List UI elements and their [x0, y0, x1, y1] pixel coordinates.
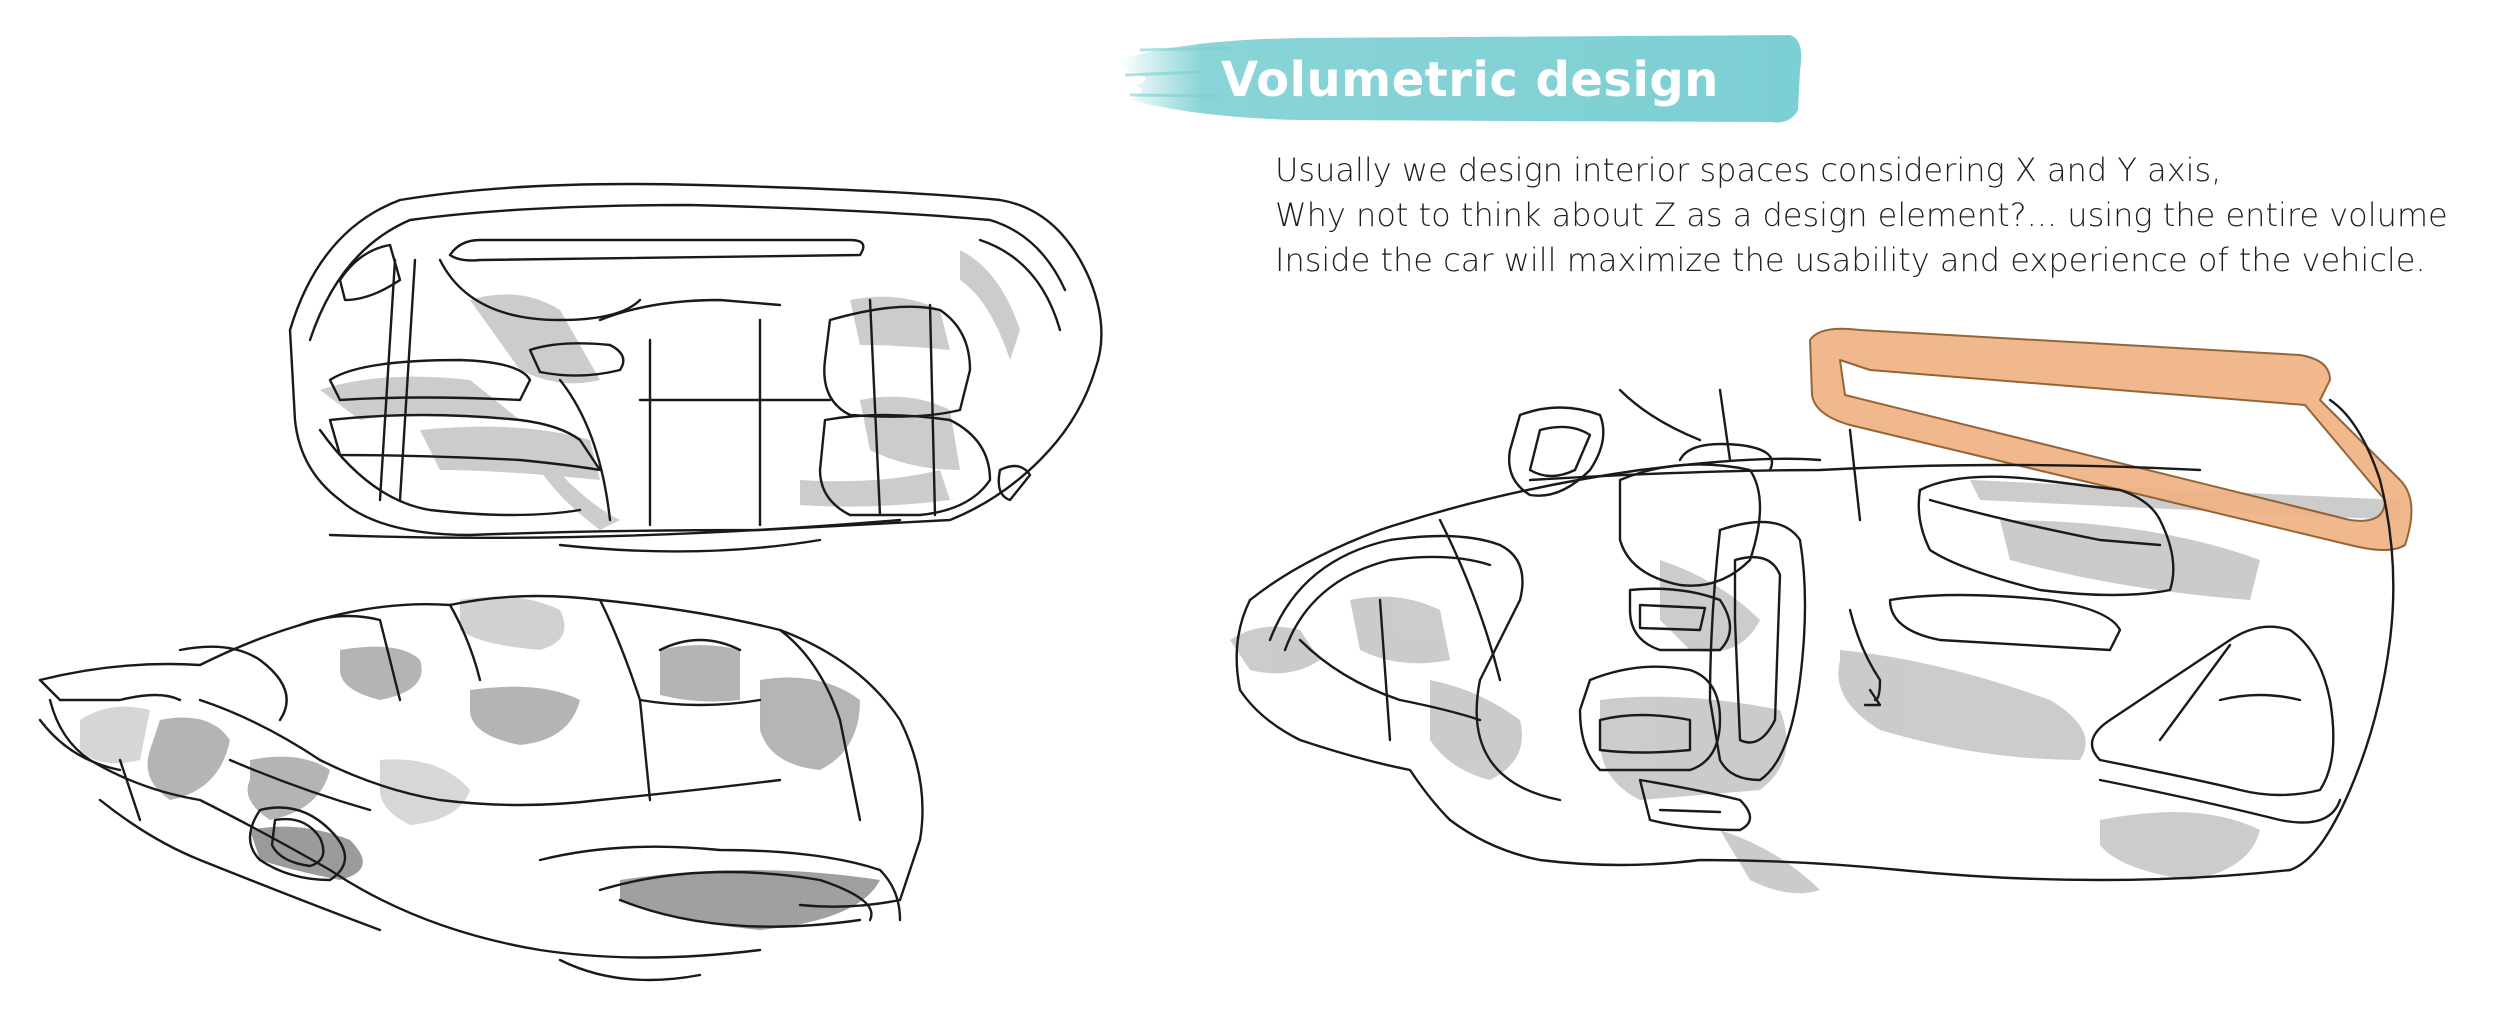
page-title: Volumetric design	[1221, 52, 1719, 108]
title-banner: Volumetric design	[1120, 25, 1820, 135]
sketch-right-cabin	[1230, 327, 2413, 894]
description-text: Usually we design interior spaces consid…	[1275, 148, 2448, 283]
sketch-top-left-interior	[288, 182, 1103, 553]
volume-highlight	[1809, 327, 2413, 551]
description-line-3: Inside the car will maximize the usabili…	[1275, 241, 2426, 279]
description-line-2: Why not to think about Z as a design ele…	[1275, 196, 2448, 234]
sketch-bottom-left-dashboard	[38, 594, 924, 982]
description-line-1: Usually we design interior spaces consid…	[1275, 151, 2222, 189]
title-brush	[1120, 35, 1802, 123]
